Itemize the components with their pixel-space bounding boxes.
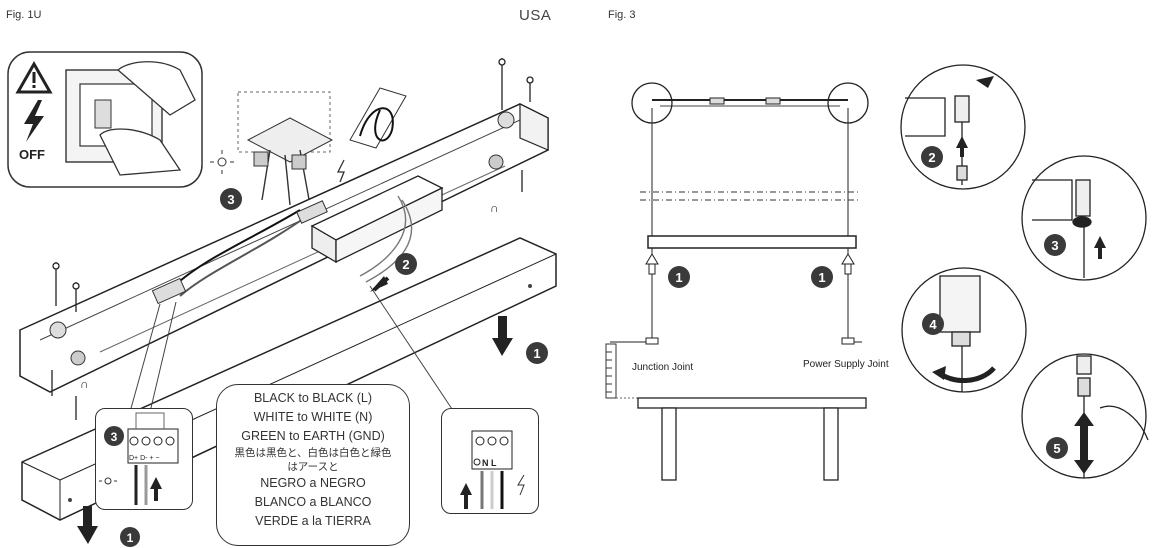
instruction-es-white: BLANCO a BLANCO (254, 495, 372, 509)
fig-1u-label: Fig. 1U (6, 9, 42, 21)
lift-up-arrow-left (645, 253, 659, 275)
power-supply-joint-marker (841, 337, 855, 345)
earth-symbol: ∩ (490, 201, 499, 215)
earth-symbol-lower: ∩ (80, 377, 89, 391)
wire-bundle-illustration (349, 87, 407, 149)
terminal-detail-drawing: D+ D- + − (99, 412, 179, 505)
lift-up-arrow-right (841, 253, 855, 275)
move-down-arrow-lower (77, 506, 98, 544)
instruction-en-black: BLACK to BLACK (L) (253, 391, 373, 405)
screw-icons (51, 58, 534, 420)
instruction-en-green: GREEN to EARTH (GND) (241, 429, 385, 443)
instruction-jp-line2: はアースと (287, 461, 339, 473)
driver-box (310, 175, 444, 264)
pendant-fixture-bar (647, 235, 857, 249)
nl-label: N L (482, 458, 497, 468)
insert-arrow (370, 276, 390, 292)
instruction-es-green: VERDE a la TIERRA (255, 514, 371, 528)
lightning-icon (24, 100, 44, 142)
junction-joint-marker (645, 337, 659, 345)
terminal-detail-panel: D+ D- + − (95, 408, 193, 510)
sun-icon (210, 150, 234, 174)
move-down-arrow (492, 316, 513, 356)
junction-box-illustration (237, 91, 334, 206)
lightning-small-icon (336, 159, 345, 183)
detail-step-5 (1021, 353, 1149, 479)
fig-3-diagram (605, 64, 1149, 481)
ceiling-fixture (652, 97, 848, 107)
instruction-en-white: WHITE to WHITE (N) (253, 410, 373, 424)
instruction-es-black: NEGRO a NEGRO (260, 476, 366, 490)
detail-step-3 (1021, 155, 1147, 281)
nl-terminal-drawing: N L (460, 430, 525, 509)
instruction-jp-line1: 黒色は黒色と、白色は白色と緑色 (234, 447, 392, 459)
table-illustration (637, 397, 867, 481)
terminal-labels: D+ D- + − (129, 455, 160, 462)
power-off-label: OFF (19, 147, 45, 162)
wiring-instructions-box: BLACK to BLACK (L) WHITE to WHITE (N) GR… (216, 384, 410, 546)
measuring-ruler (605, 343, 617, 399)
detail-step-2 (900, 64, 1026, 190)
detail-step-4 (901, 267, 1027, 393)
nl-terminal-panel: N L (441, 408, 539, 514)
power-supply-joint-label: Power Supply Joint (803, 359, 889, 370)
warning-icon (15, 60, 53, 94)
fig-3-label: Fig. 3 (608, 9, 636, 21)
power-off-warning-panel (7, 51, 203, 188)
junction-joint-label: Junction Joint (632, 362, 694, 373)
region-label: USA (519, 7, 552, 24)
